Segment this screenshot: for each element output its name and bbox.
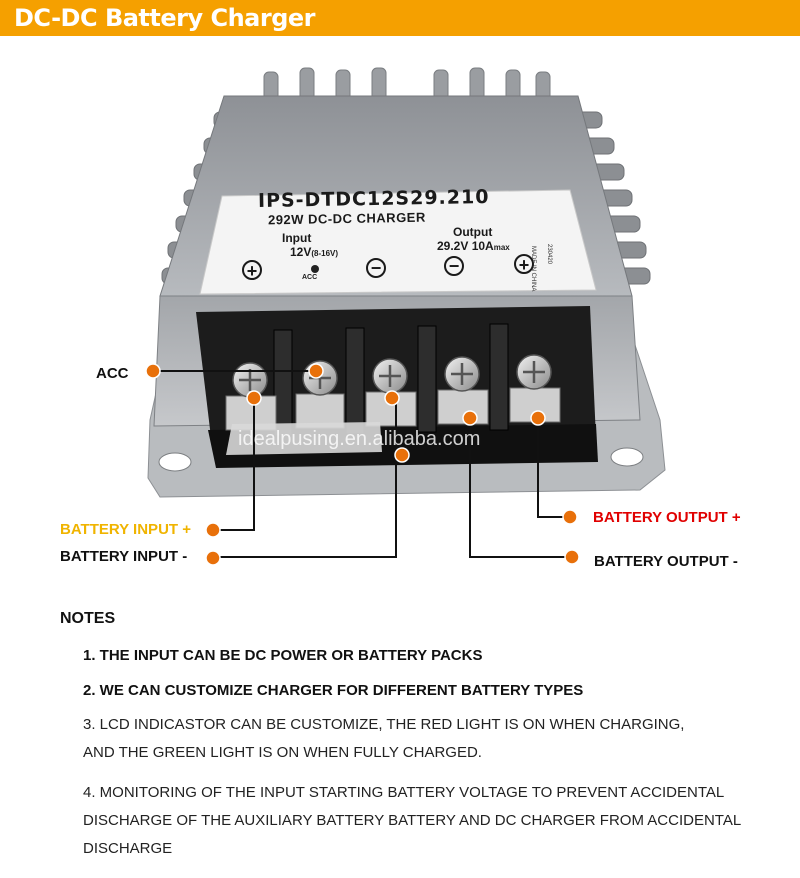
battery-input-plus-label: BATTERY INPUT + bbox=[60, 521, 191, 538]
title-banner: DC-DC Battery Charger bbox=[0, 0, 800, 36]
note-4-line-3: DISCHARGE bbox=[83, 840, 173, 857]
input-plus-end-dot bbox=[205, 522, 221, 538]
battery-output-minus-label: BATTERY OUTPUT - bbox=[594, 553, 738, 570]
output-plus-dot bbox=[530, 410, 546, 426]
note-2: 2. WE CAN CUSTOMIZE CHARGER FOR DIFFEREN… bbox=[83, 682, 584, 699]
input-minus-dot bbox=[384, 390, 400, 406]
note-3-line-1: 3. LCD INDICASTOR CAN BE CUSTOMIZE, THE … bbox=[83, 716, 685, 733]
output-plus-symbol-icon: + bbox=[514, 254, 534, 275]
note-4-line-1: 4. MONITORING OF THE INPUT STARTING BATT… bbox=[83, 784, 725, 801]
battery-output-plus-label: BATTERY OUTPUT + bbox=[593, 509, 741, 526]
page-title: DC-DC Battery Charger bbox=[14, 4, 316, 32]
charger-illustration bbox=[145, 67, 666, 566]
input-plus-symbol-icon: + bbox=[242, 260, 262, 281]
acc-label: ACC bbox=[96, 365, 129, 382]
note-3-line-2: AND THE GREEN LIGHT IS ON WHEN FULLY CHA… bbox=[83, 744, 482, 761]
output-minus-end-dot bbox=[564, 549, 580, 565]
output-rating: 29.2V 10A bbox=[437, 239, 494, 253]
watermark: idealpusing.en.alibaba.com bbox=[238, 428, 481, 450]
output-minus-symbol-icon: − bbox=[444, 256, 464, 276]
output-minus-dot bbox=[462, 410, 478, 426]
label-batch: 230420 bbox=[546, 244, 552, 265]
acc-dot bbox=[145, 363, 161, 379]
input-voltage: 12V bbox=[290, 245, 312, 259]
input-minus-symbol-icon: − bbox=[366, 258, 386, 278]
label-input-value: 12V(8-16V) bbox=[290, 245, 338, 259]
output-suffix: max bbox=[493, 243, 510, 252]
battery-input-minus-label: BATTERY INPUT - bbox=[60, 548, 188, 565]
callout-dots bbox=[145, 363, 580, 566]
input-minus-end-dot bbox=[205, 550, 221, 566]
input-plus-dot bbox=[246, 390, 262, 406]
mount-hole-left bbox=[158, 452, 192, 472]
note-1: 1. THE INPUT CAN BE DC POWER OR BATTERY … bbox=[83, 647, 483, 664]
mount-hole-right bbox=[610, 447, 644, 467]
label-subtitle: 292W DC-DC CHARGER bbox=[267, 209, 426, 228]
input-range: (8-16V) bbox=[311, 249, 339, 258]
label-input: Input bbox=[282, 231, 312, 245]
acc-led bbox=[311, 265, 319, 273]
label-output-value: 29.2V 10Amax bbox=[437, 239, 510, 253]
label-plate bbox=[199, 189, 597, 295]
notes-heading: NOTES bbox=[60, 610, 116, 627]
label-acc-mark: ACC bbox=[302, 274, 318, 281]
output-plus-end-dot bbox=[562, 509, 578, 525]
label-model: IPS-DTDC12S29.210 bbox=[257, 185, 490, 213]
label-output: Output bbox=[453, 225, 493, 239]
note-4-line-2: DISCHARGE OF THE AUXILIARY BATTERY BATTE… bbox=[83, 812, 742, 829]
